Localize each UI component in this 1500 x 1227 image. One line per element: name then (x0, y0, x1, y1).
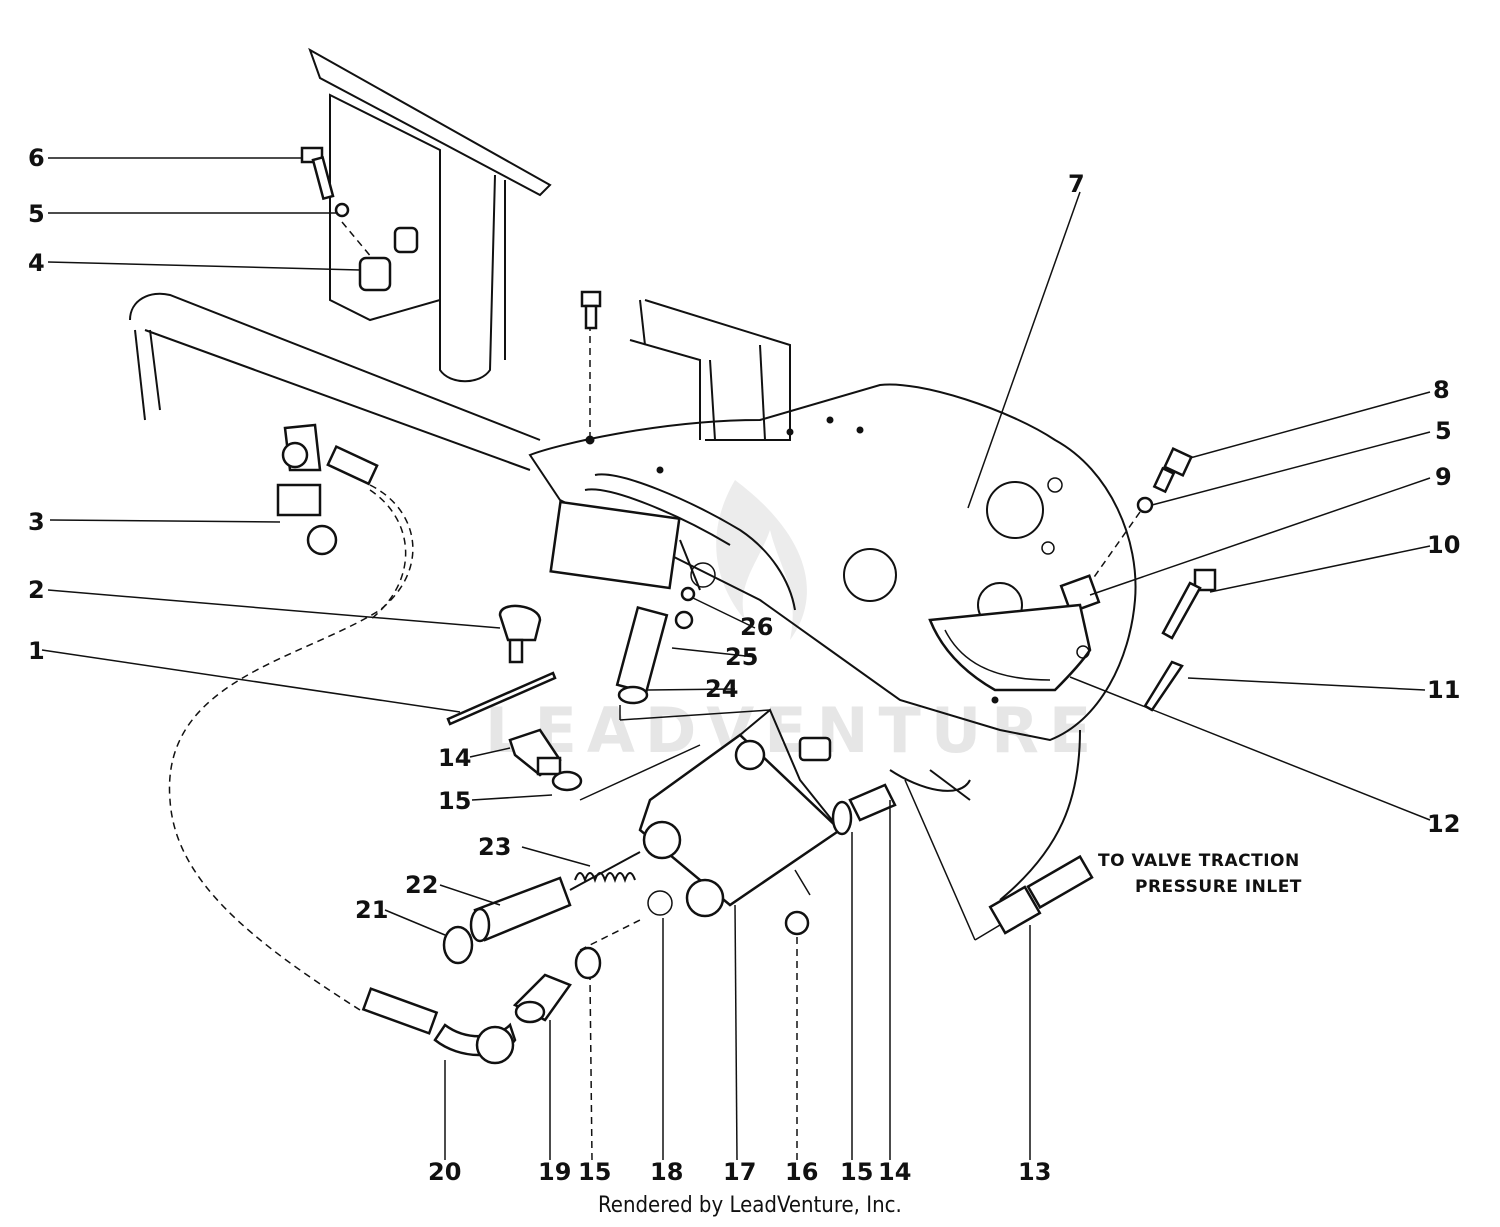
callout-2: 2 (28, 576, 45, 604)
callout-24: 24 (705, 675, 738, 703)
callout-19: 19 (538, 1158, 571, 1186)
callout-11: 11 (1427, 676, 1460, 704)
callout-17: 17 (723, 1158, 756, 1186)
note-line-1: TO VALVE TRACTION (1098, 851, 1300, 871)
callout-6: 6 (28, 144, 45, 172)
callout-15-bottom-right: 15 (840, 1158, 873, 1186)
callout-10: 10 (1427, 531, 1460, 559)
callout-1: 1 (28, 637, 45, 665)
callout-5-right: 5 (1435, 417, 1452, 445)
callout-9: 9 (1435, 463, 1452, 491)
callout-15-upper: 15 (438, 787, 471, 815)
callout-25: 25 (725, 643, 758, 671)
callout-3: 3 (28, 508, 45, 536)
pressure-inlet-note: TO VALVE TRACTION PRESSURE INLET (1098, 851, 1302, 897)
callout-4: 4 (28, 249, 45, 277)
callout-13: 13 (1018, 1158, 1051, 1186)
leader-lines (41, 157, 1431, 1161)
frame-assembly (129, 47, 1137, 901)
callout-26: 26 (740, 613, 773, 641)
callout-14-bottom: 14 (878, 1158, 911, 1186)
callout-7: 7 (1068, 170, 1085, 198)
callout-labels: 6 5 4 3 2 1 7 8 5 9 10 11 12 26 25 24 14… (28, 144, 1460, 1186)
note-line-2: PRESSURE INLET (1135, 877, 1302, 897)
callout-22: 22 (405, 871, 438, 899)
callout-14-upper: 14 (438, 744, 471, 772)
callout-15-bottom-left: 15 (578, 1158, 611, 1186)
callout-23: 23 (478, 833, 511, 861)
callout-20: 20 (428, 1158, 461, 1186)
callout-8: 8 (1433, 376, 1450, 404)
svg-text:LEADVENTURE: LEADVENTURE (485, 694, 1101, 767)
callout-5: 5 (28, 200, 45, 228)
callout-21: 21 (355, 896, 388, 924)
footer-credit: Rendered by LeadVenture, Inc. (598, 1193, 902, 1218)
parts (276, 146, 1217, 1024)
hydraulic-hoses (168, 444, 1094, 1065)
callout-16: 16 (785, 1158, 818, 1186)
callout-12: 12 (1427, 810, 1460, 838)
callout-18: 18 (650, 1158, 683, 1186)
